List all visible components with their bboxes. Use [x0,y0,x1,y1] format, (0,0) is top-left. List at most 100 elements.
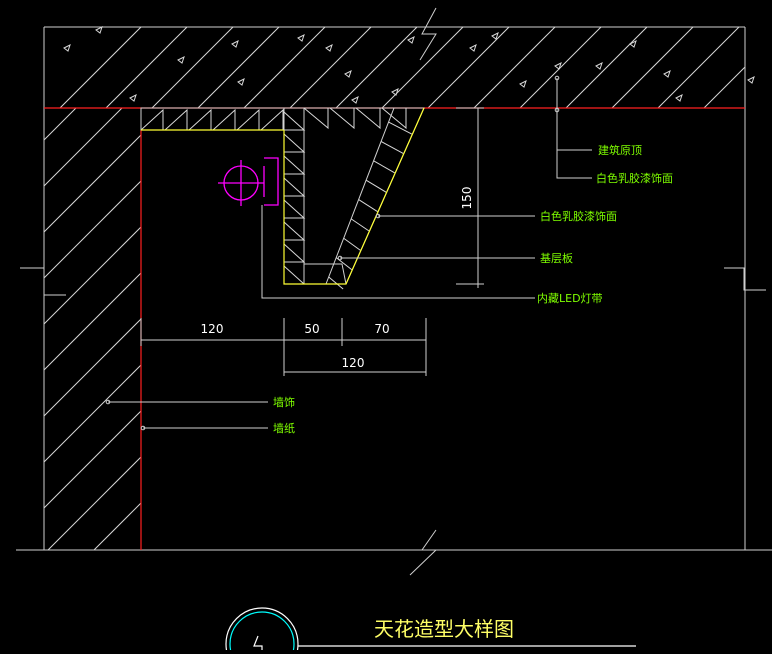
board-zigzag-mark [164,108,188,131]
dim-120-left: 120 [201,322,224,336]
light-cove [283,107,425,290]
wall-hatch-line [43,364,142,463]
aggregate-mark [663,70,671,78]
aggregate-mark [95,26,103,34]
board-zigzag-mark [188,108,212,131]
wall-hatch-line [43,134,142,233]
board-zigzag-mark [140,108,164,131]
cove-slant-hatch-line [358,199,378,212]
break-mark-right [724,267,766,291]
cove-vertical-hatch-mark [283,111,306,131]
label-wall-finish: 墙饰 [273,395,295,409]
cove-slant-hatch-line [350,218,370,232]
wall-hatch-line [43,272,142,371]
label-led-strip: 内藏LED灯带 [537,291,603,305]
concrete-slab [44,26,755,109]
dim-120-bottom: 120 [342,356,365,370]
dim-150: 150 [460,187,474,210]
title-bubble-outer [225,607,299,654]
cove-slant-hatch-line [328,276,344,290]
slab-hatch-line [105,26,188,109]
cove-slant-hatch [328,121,412,290]
board-zigzag-mark [260,108,284,131]
aggregate-mark [595,62,603,70]
ceiling-board [140,107,285,131]
wall-hatch-line [47,456,142,551]
cove-vertical-hatch-mark [283,243,306,263]
aggregate-mark [231,40,239,48]
wall-hatch-line [43,318,142,417]
slab-hatch-line [381,26,464,109]
cove-vertical-hatch-mark [283,133,306,153]
cove-vertical-hatch-mark [283,177,306,197]
wall-hatch-line [43,107,123,187]
wall-hatch-line [43,180,142,279]
break-mark-left [20,267,66,296]
title-bubble-inner [229,611,295,654]
board-zigzag-mark [236,108,260,131]
cove-slant-hatch-line [380,141,404,154]
slab-aggregate [63,26,755,104]
aggregate-mark [519,80,527,88]
slab-hatch-line [243,26,326,109]
cove-vertical-hatch [283,111,306,285]
slab-hatch-line [657,26,740,109]
slab-hatch-line [151,26,234,109]
board-hatch [140,108,284,131]
aggregate-mark [747,76,755,84]
left-wall [43,27,142,551]
aggregate-mark [675,94,683,102]
aggregate-mark [491,32,499,40]
slab-hatch-line [289,26,372,109]
slab-hatch-line [59,26,142,109]
aggregate-mark [63,44,71,52]
slab-hatch-line [611,26,694,109]
slab-hatch [59,26,746,109]
leader-lines [108,78,592,429]
wall-hatch [43,107,142,551]
aggregate-mark [129,94,137,102]
cove-vertical-hatch-mark [283,221,306,241]
label-wallpaper: 墙纸 [273,421,295,435]
cove-paint-line [283,107,425,285]
aggregate-mark [469,44,477,52]
slab-hatch-line [335,26,418,109]
slab-hatch-line [703,66,746,109]
cove-vertical-hatch-mark [283,265,306,285]
cove-slant-hatch-line [373,160,395,174]
cove-slant-hatch-line [343,237,361,251]
slab-hatch-line [427,26,510,109]
label-building-slab: 建筑原顶 [598,143,642,157]
aggregate-mark [407,36,415,44]
wall-hatch-line [43,410,142,509]
led-lamp-icon [218,157,279,206]
wall-hatch-line [43,226,142,325]
aggregate-mark [237,78,245,86]
cove-top-zigzag-mark [303,107,329,130]
label-white-paint-1: 白色乳胶漆饰面 [596,171,673,185]
aggregate-mark [629,40,637,48]
slab-hatch-line [473,26,556,109]
break-mark-top [419,7,437,61]
wall-hatch-line [43,107,77,141]
slab-hatch-line [565,26,648,109]
board-zigzag-mark [212,108,236,131]
drawing-title: 天花造型大样图 [374,617,514,641]
cove-bottom-board [303,263,347,285]
cove-top-zigzag-mark [381,107,407,130]
break-mark-bottom [409,529,438,576]
title-block: 天花造型大样图 [225,607,636,654]
aggregate-mark [344,70,352,78]
slab-hatch-line [197,26,280,109]
aggregate-mark [325,44,333,52]
dim-70: 70 [374,322,389,336]
aggregate-mark [351,96,359,104]
cove-vertical-hatch-mark [283,199,306,219]
aggregate-mark [391,88,399,96]
cove-top-zigzag-mark [355,107,381,130]
cove-slant-hatch-line [365,179,387,193]
cove-slant-hatch-line [388,121,412,135]
aggregate-mark [177,56,185,64]
